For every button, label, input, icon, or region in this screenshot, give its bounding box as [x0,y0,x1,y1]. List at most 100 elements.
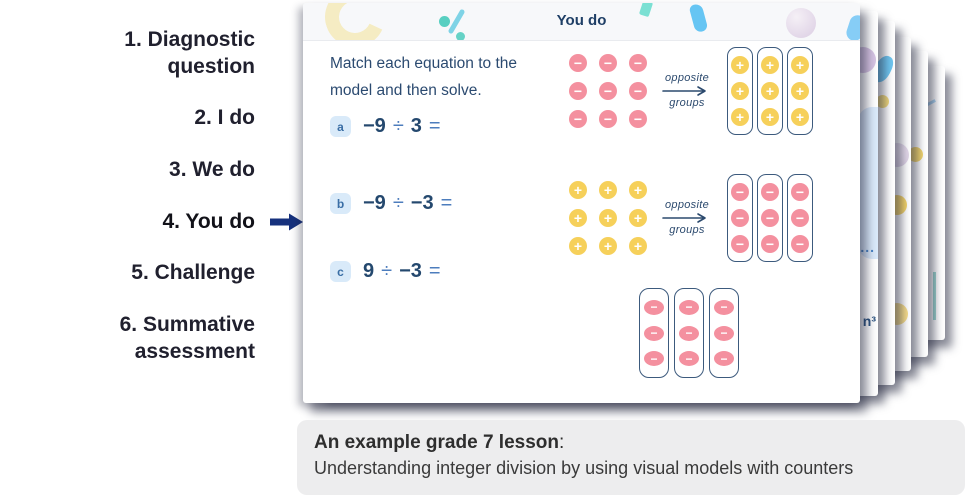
problem-a: a −9 ÷ 3 = [330,115,441,138]
slide-title: You do [556,12,607,29]
slide-you-do: You do Match each equation to the model … [303,3,860,403]
equals-sign: = [428,115,441,137]
decoration-teal-line [933,272,936,320]
arrow-label-top: opposite [665,72,709,84]
counter-minus: − [791,235,809,253]
counter-plus: + [761,108,779,126]
counter-plus: + [791,56,809,74]
decoration-percent-dot2 [456,32,465,40]
counter-minus: − [679,299,699,315]
counter-group: −−− [727,174,753,262]
counter-minus: − [644,325,664,341]
counter-plus: + [599,181,617,199]
arrow-label-bottom: groups [669,224,705,236]
counter-plus: + [731,82,749,100]
counter-plus: + [731,56,749,74]
counter-minus: − [731,235,749,253]
counter-plus: + [731,108,749,126]
arrow-label-bottom: groups [669,97,705,109]
model-b: +++++++++ opposite groups −−−−−−−−− [569,174,813,262]
slide-header: You do [303,3,860,41]
counter-minus: − [761,183,779,201]
counter-plus: + [791,108,809,126]
problem-label-chip: a [330,116,351,137]
snippet-formula: n³ [862,313,876,329]
sidebar-item-you-do[interactable]: 4. You do [85,209,303,236]
caption-heading-text: An example grade 7 lesson [314,432,559,453]
sidebar-item-diagnostic-question[interactable]: 1. Diagnostic question [124,28,255,78]
counter-group: + + + [757,47,783,135]
counter-minus: − [791,183,809,201]
snippet-dots: ... [860,239,875,255]
instruction-text: Match each equation to the model and the… [330,55,517,99]
decoration-blue-card [858,107,878,259]
equation-part: −3 [410,192,434,214]
groups: −−−−−−−−− [727,174,813,262]
counter-plus: + [761,82,779,100]
opposite-groups-arrow: opposite groups [660,200,714,236]
counter-minus: − [761,235,779,253]
counter-minus: − [679,325,699,341]
counter-group: −−− [639,288,669,378]
groups: + + + + + + + + + [727,47,813,135]
counter-group: − − − [787,174,813,262]
equation-b: −9 ÷ −3 = [363,192,452,215]
equals-sign: = [440,192,453,214]
counter-minus: − [644,299,664,315]
counter-minus: − [569,82,587,100]
equals-sign: = [428,260,441,282]
caption-box: An example grade 7 lesson: Understanding… [297,420,965,495]
divide-sign: ÷ [381,260,393,282]
sidebar-item-summative-assessment[interactable]: 6. Summative assessment [119,312,255,363]
counter-plus: + [569,181,587,199]
equation-part: 9 [363,260,375,282]
counter-plus: + [599,237,617,255]
sidebar-item-i-do[interactable]: 2. I do [194,106,255,130]
counter-minus: − [599,82,617,100]
problem-label-chip: b [330,193,351,214]
sidebar-item-we-do[interactable]: 3. We do [169,157,255,181]
model-c: −−−−−−−−− [639,288,739,378]
caption-text: Understanding integer division by using … [314,458,854,478]
problem-label-chip: c [330,261,351,282]
counter-plus: + [569,237,587,255]
counter-grid: −−−−−−−−− [569,54,647,128]
decoration-lavender-ball [786,8,816,38]
problem-c: c 9 ÷ −3 = [330,260,441,283]
counter-plus: + [791,82,809,100]
caption-colon: : [559,432,565,453]
caption-heading: An example grade 7 lesson: [314,432,948,454]
counter-minus: − [714,325,734,341]
arrow-label-top: opposite [665,199,709,211]
model-a: −−−−−−−−− opposite groups + + + + + + + + + [569,47,813,135]
counter-group: + + + [727,47,753,135]
sidebar-item-challenge[interactable]: 5. Challenge [131,261,255,285]
counter-minus: − [569,110,587,128]
counter-minus: − [599,54,617,72]
decoration-yellow-dot [876,95,889,108]
equation-part: −9 [363,192,386,214]
counter-minus: − [629,82,647,100]
lesson-steps-list: 1. Diagnostic question 2. I do 3. We do … [85,27,303,365]
decoration-yellow-dot [908,147,923,162]
counter-group: − − − [757,174,783,262]
equation-part: −3 [399,260,422,282]
counter-plus: + [629,181,647,199]
pointer-right-arrow-icon [270,213,303,231]
divide-sign: ÷ [392,115,404,137]
equation-c: 9 ÷ −3 = [363,260,441,283]
counter-minus: − [791,209,809,227]
equation-a: −9 ÷ 3 = [363,115,441,138]
counter-minus: − [761,209,779,227]
decoration-percent-dot [439,16,450,27]
counter-minus: − [731,209,749,227]
right-arrow-icon [662,86,706,96]
counter-plus: + [569,209,587,227]
counter-minus: − [714,299,734,315]
counter-minus: − [714,351,734,367]
counter-group: + + + [787,47,813,135]
counter-minus: − [629,110,647,128]
counter-grid: +++++++++ [569,181,647,255]
counter-plus: + [761,56,779,74]
